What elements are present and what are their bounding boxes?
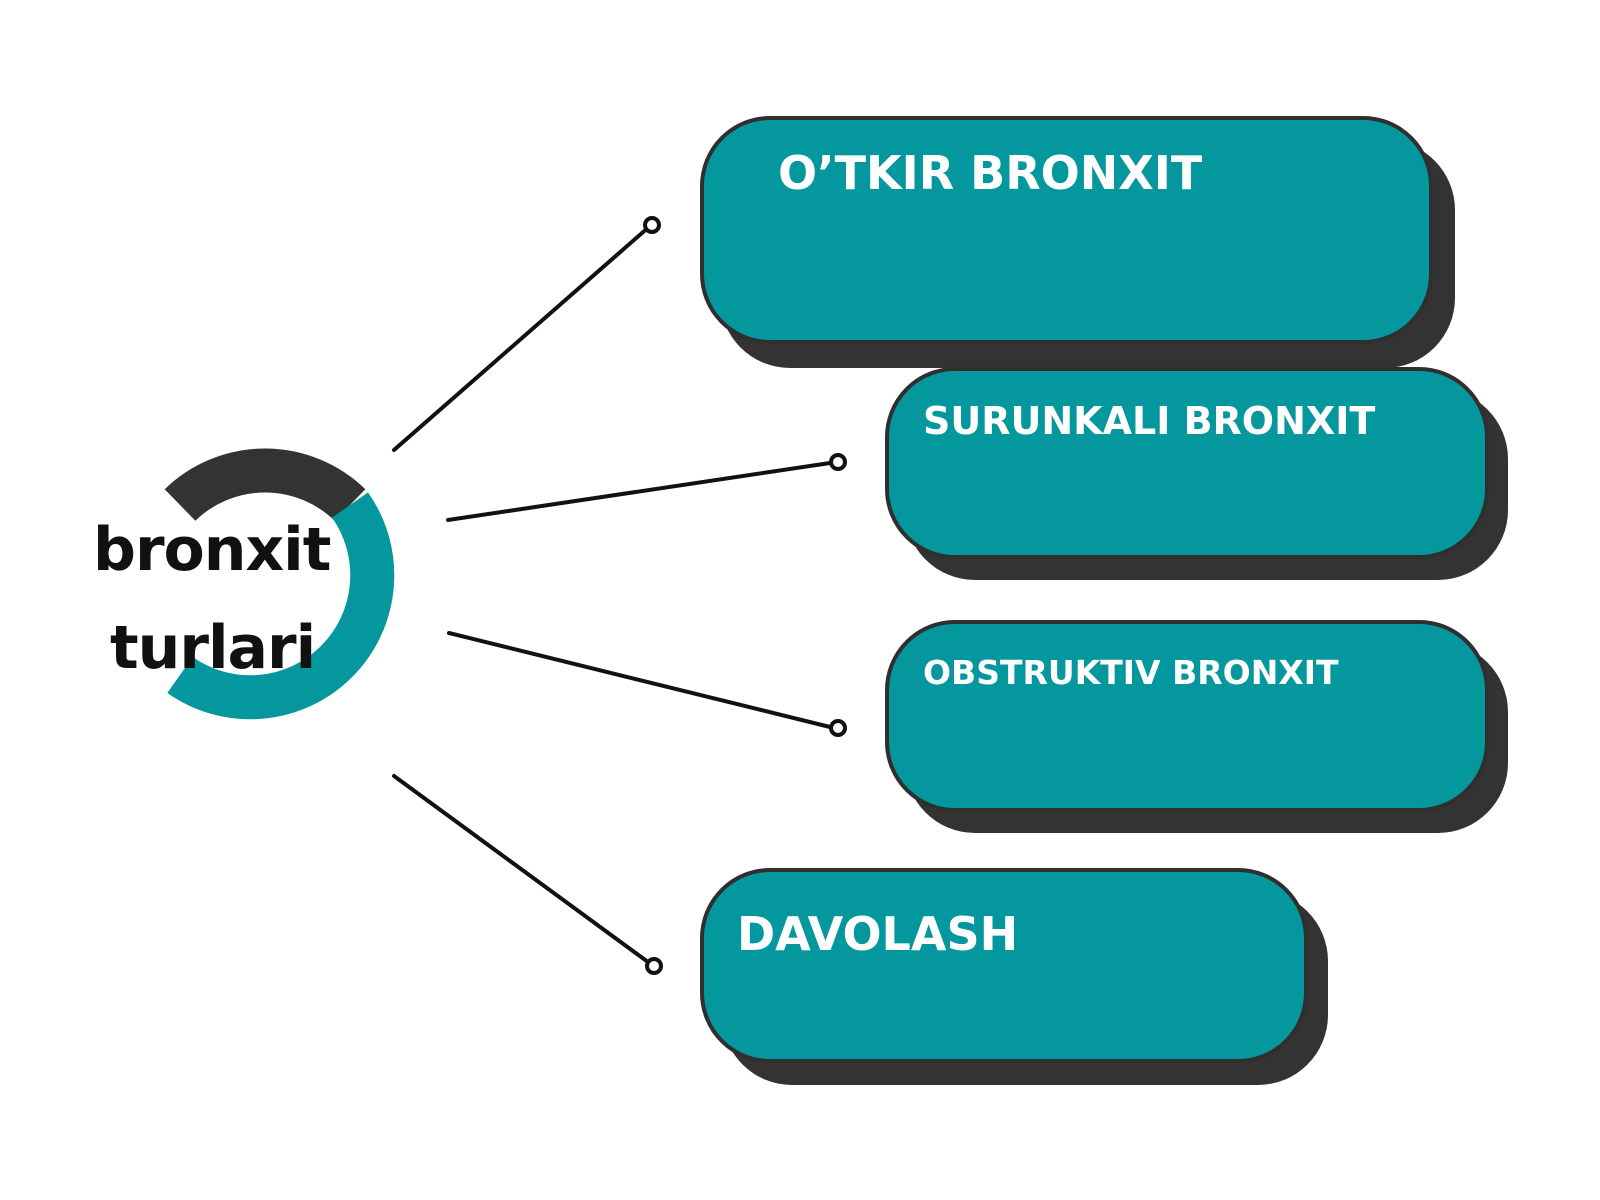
node-box [885, 620, 1489, 812]
connector-endpoint-4 [645, 957, 663, 975]
connector-endpoint-2 [829, 453, 847, 471]
node-label: O’TKIR BRONXIT [778, 146, 1203, 200]
center-title-line-2: turlari [110, 613, 316, 683]
ring-dark-arc [164, 448, 366, 522]
node-box [885, 367, 1489, 559]
node-box [700, 116, 1433, 344]
ring-teal-arc [167, 492, 395, 720]
node-box [700, 868, 1308, 1063]
connector-line-2 [446, 461, 832, 522]
node-label: DAVOLASH [737, 907, 1019, 961]
connector-endpoint-3 [829, 719, 847, 737]
center-title-line-1: bronxit [93, 515, 331, 585]
connector-line-4 [392, 774, 650, 964]
node-label: SURUNKALI BRONXIT [923, 399, 1376, 443]
node-label: OBSTRUKTIV BRONXIT [923, 653, 1339, 692]
connector-endpoint-1 [643, 216, 661, 234]
connector-line-1 [392, 224, 652, 452]
connector-line-3 [447, 631, 832, 729]
